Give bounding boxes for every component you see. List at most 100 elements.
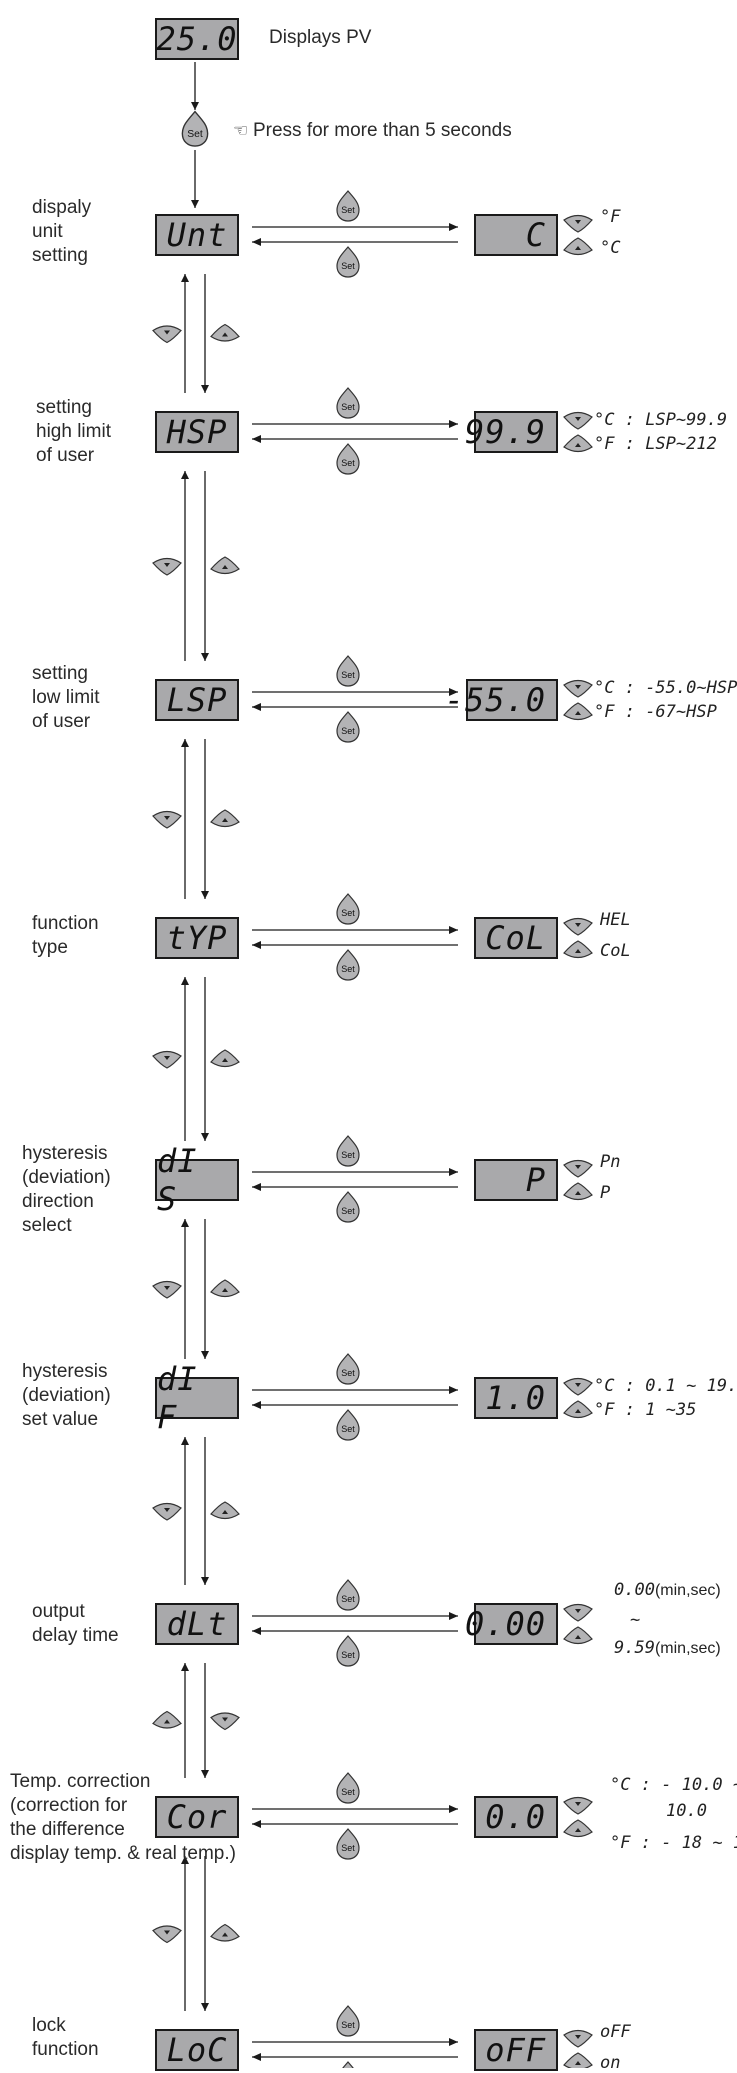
step-lsp-nav-down-key[interactable] <box>210 809 240 828</box>
step-dis-down-key[interactable] <box>563 1159 593 1178</box>
arrow-head <box>201 891 209 899</box>
step-dif-nav-down-key[interactable] <box>210 1501 240 1520</box>
step-unt-option-up: °F <box>600 207 621 227</box>
step-dif-up-key[interactable] <box>563 1400 593 1419</box>
step-dlt-code-display: dLt <box>155 1603 239 1645</box>
step-dif-range-c-unit: °C : <box>594 1376 646 1396</box>
step-lsp-value: -55.0 <box>444 681 546 719</box>
arrow-head <box>449 1805 458 1813</box>
step-hsp-down-key[interactable] <box>563 411 593 430</box>
step-loc-up-key[interactable] <box>563 2052 593 2068</box>
step-dlt-code: dLt <box>166 1605 228 1643</box>
arrow-head <box>191 102 199 110</box>
hand-pointer-icon: ☜ <box>233 121 253 140</box>
step-loc-option-up: oFF <box>600 2022 631 2042</box>
step-lsp-set-key-bottom[interactable]: Set <box>336 711 360 743</box>
step-loc-value: oFF <box>485 2031 546 2069</box>
step-dlt-up-key[interactable] <box>563 1626 593 1645</box>
arrow-head <box>449 1168 458 1176</box>
step-typ-nav-down-key[interactable] <box>210 1049 240 1068</box>
step-dis-up-key[interactable] <box>563 1182 593 1201</box>
step-loc-set-key-bottom[interactable]: Set <box>337 2061 359 2068</box>
set-hint: ☜ Press for more than 5 seconds <box>233 120 512 142</box>
arrow-head <box>449 420 458 428</box>
step-typ-nav-up-key[interactable] <box>152 1050 182 1069</box>
step-hsp-code-display: HSP <box>155 411 239 453</box>
step-dlt-value: 0.00 <box>464 1605 546 1643</box>
step-dif-set-key-top[interactable]: Set <box>336 1353 360 1385</box>
set-key-label: Set <box>341 1594 355 1604</box>
step-dlt-nav-down-key[interactable] <box>210 1712 240 1731</box>
step-cor-up-key[interactable] <box>563 1819 593 1838</box>
time-unit: (min,sec) <box>654 1640 721 1657</box>
step-hsp-nav-up-key[interactable] <box>152 557 182 576</box>
step-typ-set-key-top[interactable]: Set <box>336 893 360 925</box>
step-dif-nav-up-key[interactable] <box>152 1502 182 1521</box>
step-lsp-down-key[interactable] <box>563 679 593 698</box>
step-unt-code-display: Unt <box>155 214 239 256</box>
set-key-label: Set <box>341 402 355 412</box>
step-dis-set-key-top[interactable]: Set <box>336 1135 360 1167</box>
step-dlt-set-key-top[interactable]: Set <box>336 1579 360 1611</box>
step-lsp-code-display: LSP <box>155 679 239 721</box>
step-hsp-range-f: °F : LSP~212 <box>594 434 717 454</box>
step-hsp-label: setting high limit of user <box>36 397 111 466</box>
step-unt-nav-up-key[interactable] <box>152 325 182 344</box>
step-loc-option-down: on <box>600 2053 621 2073</box>
step-hsp-range-c-unit: °C : <box>594 410 646 430</box>
step-dif-code-display: dI F <box>155 1360 239 1436</box>
step-lsp-label: setting low limit of user <box>32 663 100 732</box>
step-loc-down-key[interactable] <box>563 2029 593 2048</box>
step-cor-set-key-top[interactable]: Set <box>336 1772 360 1804</box>
step-cor-range-f: °F : - 18 ~ 18 <box>610 1833 737 1853</box>
set-key-enter[interactable]: Set <box>181 110 209 147</box>
arrow-head <box>449 2038 458 2046</box>
step-dis-nav-up-key[interactable] <box>152 1280 182 1299</box>
step-dif-set-key-bottom[interactable]: Set <box>336 1409 360 1441</box>
step-typ-up-key[interactable] <box>563 940 593 959</box>
step-unt-set-key-bottom[interactable]: Set <box>336 246 360 278</box>
arrow-head <box>181 1663 189 1671</box>
step-cor-code-display: Cor <box>155 1796 239 1838</box>
step-loc-code: LoC <box>166 2031 228 2069</box>
step-hsp-set-key-bottom[interactable]: Set <box>336 443 360 475</box>
arrow-head <box>252 1401 261 1409</box>
set-key-label: Set <box>341 205 355 215</box>
arrow-head <box>449 223 458 231</box>
step-dlt-set-key-bottom[interactable]: Set <box>336 1635 360 1667</box>
set-key-label: Set <box>341 1150 355 1160</box>
step-unt-set-key-top[interactable]: Set <box>336 190 360 222</box>
step-hsp-set-key-top[interactable]: Set <box>336 387 360 419</box>
step-unt-up-key[interactable] <box>563 237 593 256</box>
step-unt-down-key[interactable] <box>563 214 593 233</box>
step-dis-set-key-bottom[interactable]: Set <box>336 1191 360 1223</box>
step-dlt-nav-up-key[interactable] <box>152 1710 182 1729</box>
step-dif-value-display: 1.0 <box>474 1377 558 1419</box>
step-typ-code: tYP <box>166 919 228 957</box>
step-hsp-value: 99.9 <box>464 413 546 451</box>
step-dlt-down-key[interactable] <box>563 1603 593 1622</box>
step-lsp-code: LSP <box>166 681 228 719</box>
step-cor-nav-down-key[interactable] <box>210 1923 240 1942</box>
step-cor-label: Temp. correction (correction for the dif… <box>10 1771 236 1864</box>
pv-display: 25.0 <box>155 18 239 60</box>
step-unt-nav-down-key[interactable] <box>210 323 240 342</box>
step-dif-down-key[interactable] <box>563 1377 593 1396</box>
step-typ-down-key[interactable] <box>563 917 593 936</box>
step-dif-range-c: °C : 0.1 ~ 19.9 <box>594 1376 737 1396</box>
set-hint-text: Press for more than 5 seconds <box>252 120 512 141</box>
set-key-label: Set <box>341 1368 355 1378</box>
step-lsp-set-key-top[interactable]: Set <box>336 655 360 687</box>
set-key-label: Set <box>341 2020 355 2030</box>
step-cor-nav-up-key[interactable] <box>152 1925 182 1944</box>
step-loc-set-key-top[interactable]: Set <box>336 2005 360 2037</box>
step-lsp-nav-up-key[interactable] <box>152 810 182 829</box>
step-cor-set-key-bottom[interactable]: Set <box>336 1828 360 1860</box>
step-typ-set-key-bottom[interactable]: Set <box>336 949 360 981</box>
step-lsp-up-key[interactable] <box>563 702 593 721</box>
step-hsp-nav-down-key[interactable] <box>210 556 240 575</box>
step-dif-range-f-value: 1 ~35 <box>645 1400 697 1420</box>
step-hsp-up-key[interactable] <box>563 434 593 453</box>
step-cor-down-key[interactable] <box>563 1796 593 1815</box>
step-dis-nav-down-key[interactable] <box>210 1279 240 1298</box>
